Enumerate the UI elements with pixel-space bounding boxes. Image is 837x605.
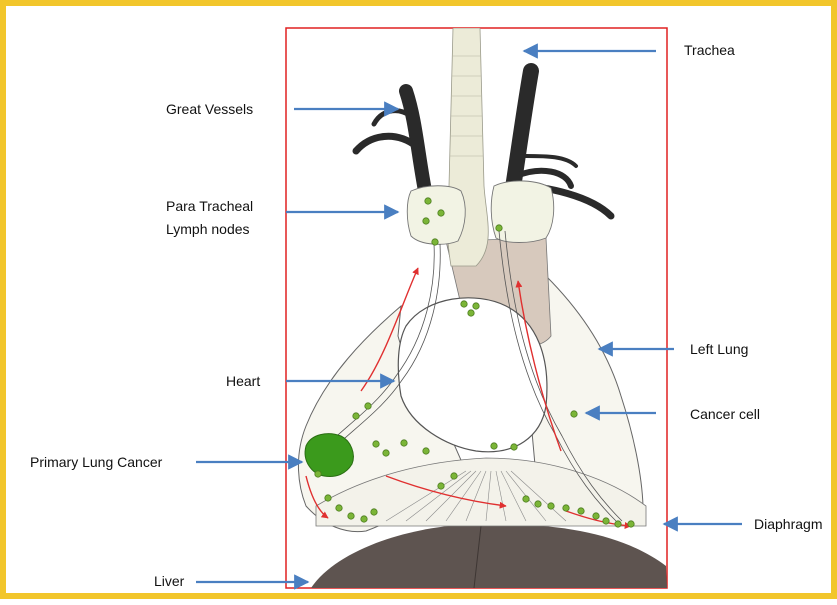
lung-cancer-spread-diagram: Trachea Great Vessels Para Tracheal Lymp… (6, 6, 837, 605)
label-liver: Liver (154, 573, 185, 589)
lymph-node-left (491, 181, 554, 243)
illustration-panel (286, 28, 667, 588)
label-cancer-cell: Cancer cell (690, 406, 760, 422)
label-para-tracheal-line2: Lymph nodes (166, 221, 250, 237)
label-great-vessels: Great Vessels (166, 101, 253, 117)
label-para-tracheal-line1: Para Tracheal (166, 198, 253, 214)
lymph-node-right (407, 186, 465, 245)
label-trachea: Trachea (684, 42, 735, 58)
label-primary-lung-cancer: Primary Lung Cancer (30, 454, 163, 470)
label-left-lung: Left Lung (690, 341, 748, 357)
label-diaphragm: Diaphragm (754, 516, 822, 532)
primary-tumor (305, 434, 353, 477)
label-heart: Heart (226, 373, 260, 389)
